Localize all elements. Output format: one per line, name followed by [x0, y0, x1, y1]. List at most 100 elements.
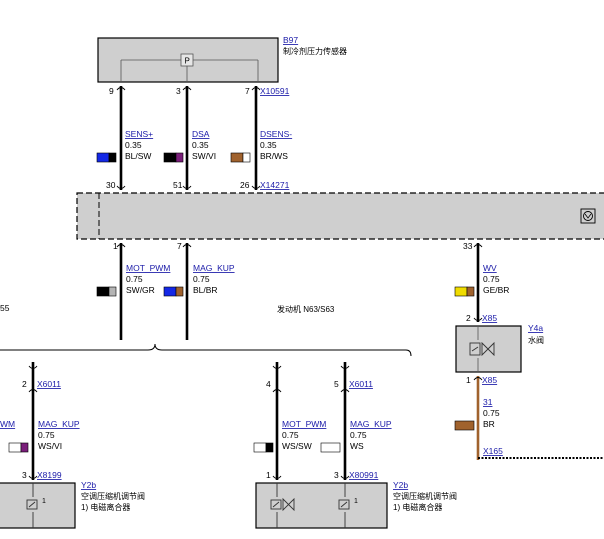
sensor-pin-3: 7 — [245, 86, 250, 96]
wire-dsens-minus-color: BR/WS — [260, 151, 288, 161]
wire-dsa-color: SW/VI — [192, 151, 216, 161]
module-pin-bottom-3: 33 — [463, 241, 473, 251]
wire-sens-plus-gauge: 0.35 — [125, 140, 142, 150]
color-swatch-mag-kup-b — [175, 286, 184, 297]
right-mag-kup-color: WS — [350, 441, 364, 451]
wire-mot-pwm-signal[interactable]: MOT_PWM — [126, 263, 170, 273]
module-pin-top-2: 51 — [173, 180, 183, 190]
left-clutch-name: 空调压缩机调节阀 — [81, 491, 145, 501]
engine-label: 发动机 N63/S63 — [277, 304, 335, 314]
left-connector-b[interactable]: X8199 — [37, 470, 62, 480]
module-pin-top-1: 30 — [106, 180, 116, 190]
wire-31-signal[interactable]: 31 — [483, 397, 493, 407]
valve-id[interactable]: Y4a — [528, 323, 543, 333]
left-pin-a: 2 — [22, 379, 27, 389]
right-clutch-sub: 1) 电磁离合器 — [393, 502, 442, 512]
right-coil-num: 1 — [354, 498, 358, 505]
right-connector-b[interactable]: X80991 — [349, 470, 379, 480]
color-swatch-dsa-b — [175, 152, 184, 163]
color-swatch-dsa-a — [163, 152, 177, 163]
sensor-connector[interactable]: X10591 — [260, 86, 290, 96]
valve-name: 水阀 — [528, 335, 544, 345]
left-mag-kup-color: WS/VI — [38, 441, 62, 451]
color-swatch-dsens-b — [242, 152, 251, 163]
left-coil-icon — [26, 483, 38, 528]
wire-ww-signal[interactable]: WV — [483, 263, 497, 273]
left-clutch-id[interactable]: Y2b — [81, 480, 96, 490]
engine-brace — [0, 343, 412, 357]
wire-mag-kup-color: BL/BR — [193, 285, 218, 295]
right-valve-icon — [270, 483, 295, 528]
left-partial-signal[interactable]: WM — [0, 419, 15, 429]
wire-dsens-minus-signal[interactable]: DSENS- — [260, 129, 292, 139]
wire-31-gauge: 0.75 — [483, 408, 500, 418]
wire-mag-kup-gauge: 0.75 — [193, 274, 210, 284]
right-mot-pwm-color: WS/SW — [282, 441, 312, 451]
wire-dsa-gauge: 0.35 — [192, 140, 209, 150]
color-swatch-right-mot-a — [253, 442, 267, 453]
top-wire-ticks — [116, 87, 261, 189]
wire-dsa-signal[interactable]: DSA — [192, 129, 210, 139]
color-swatch-ww-b — [466, 286, 475, 297]
right-mot-pwm-signal[interactable]: MOT_PWM — [282, 419, 326, 429]
pressure-glyph: P — [185, 57, 190, 66]
right-coil-icon — [338, 483, 350, 528]
color-swatch-ww-a — [454, 286, 468, 297]
right-mag-kup-gauge: 0.75 — [350, 430, 367, 440]
module-connector[interactable]: X14271 — [260, 180, 290, 190]
wire-mot-pwm-gauge: 0.75 — [126, 274, 143, 284]
ground-connector[interactable]: X165 — [483, 446, 503, 456]
color-swatch-left-a — [8, 442, 22, 453]
valve-connector-in[interactable]: X85 — [482, 313, 497, 323]
sensor-name: 制冷剂压力传感器 — [283, 46, 347, 56]
color-swatch-31 — [454, 420, 475, 431]
control-module-box — [76, 192, 604, 240]
wire-sens-plus-color: BL/SW — [125, 151, 151, 161]
right-pin-b2: 3 — [334, 470, 339, 480]
wire-mot-pwm-color: SW/GR — [126, 285, 155, 295]
color-swatch-sens-plus-b — [108, 152, 117, 163]
valve-connector-out[interactable]: X85 — [482, 375, 497, 385]
left-coil-num: 1 — [42, 498, 46, 505]
left-clutch-box — [0, 482, 76, 529]
sensor-pin-1: 9 — [109, 86, 114, 96]
wire-sens-plus-signal[interactable]: SENS+ — [125, 129, 153, 139]
wire-ww-color: GE/BR — [483, 285, 509, 295]
right-clutch-id[interactable]: Y2b — [393, 480, 408, 490]
module-ground-icon — [580, 208, 596, 224]
wire-mag-kup-signal[interactable]: MAG_KUP — [193, 263, 235, 273]
left-mag-kup-signal[interactable]: MAG_KUP — [38, 419, 80, 429]
wire-31-color: BR — [483, 419, 495, 429]
color-swatch-right-mag — [320, 442, 341, 453]
right-wires — [275, 362, 347, 480]
color-swatch-dsens-a — [230, 152, 244, 163]
right-connector-a[interactable]: X6011 — [349, 379, 373, 389]
right-clutch-box — [255, 482, 388, 529]
color-swatch-mot-pwm-a — [96, 286, 110, 297]
right-mot-pwm-gauge: 0.75 — [282, 430, 299, 440]
pressure-symbol-icon — [180, 53, 194, 67]
color-swatch-mag-kup-a — [163, 286, 177, 297]
color-swatch-right-mot-b — [265, 442, 274, 453]
solenoid-valve-icon — [469, 341, 495, 357]
mid-wires — [119, 243, 480, 340]
left-connector-a[interactable]: X6011 — [37, 379, 61, 389]
module-pin-bottom-1: 1 — [113, 241, 118, 251]
module-pin-top-3: 26 — [240, 180, 250, 190]
left-number: 55 — [0, 303, 10, 313]
left-mag-kup-gauge: 0.75 — [38, 430, 55, 440]
left-pin-b: 3 — [22, 470, 27, 480]
color-swatch-left-b — [20, 442, 29, 453]
sensor-id[interactable]: B97 — [283, 35, 298, 45]
wire-ww-gauge: 0.75 — [483, 274, 500, 284]
sensor-pin-2: 3 — [176, 86, 181, 96]
color-swatch-sens-plus-a — [96, 152, 110, 163]
right-mag-kup-signal[interactable]: MAG_KUP — [350, 419, 392, 429]
left-clutch-sub: 1) 电磁离合器 — [81, 502, 130, 512]
valve-pin-out: 1 — [466, 375, 471, 385]
module-pin-bottom-2: 7 — [177, 241, 182, 251]
right-pin-a2: 5 — [334, 379, 339, 389]
valve-pin-in: 2 — [466, 313, 471, 323]
right-pin-b1: 1 — [266, 470, 271, 480]
